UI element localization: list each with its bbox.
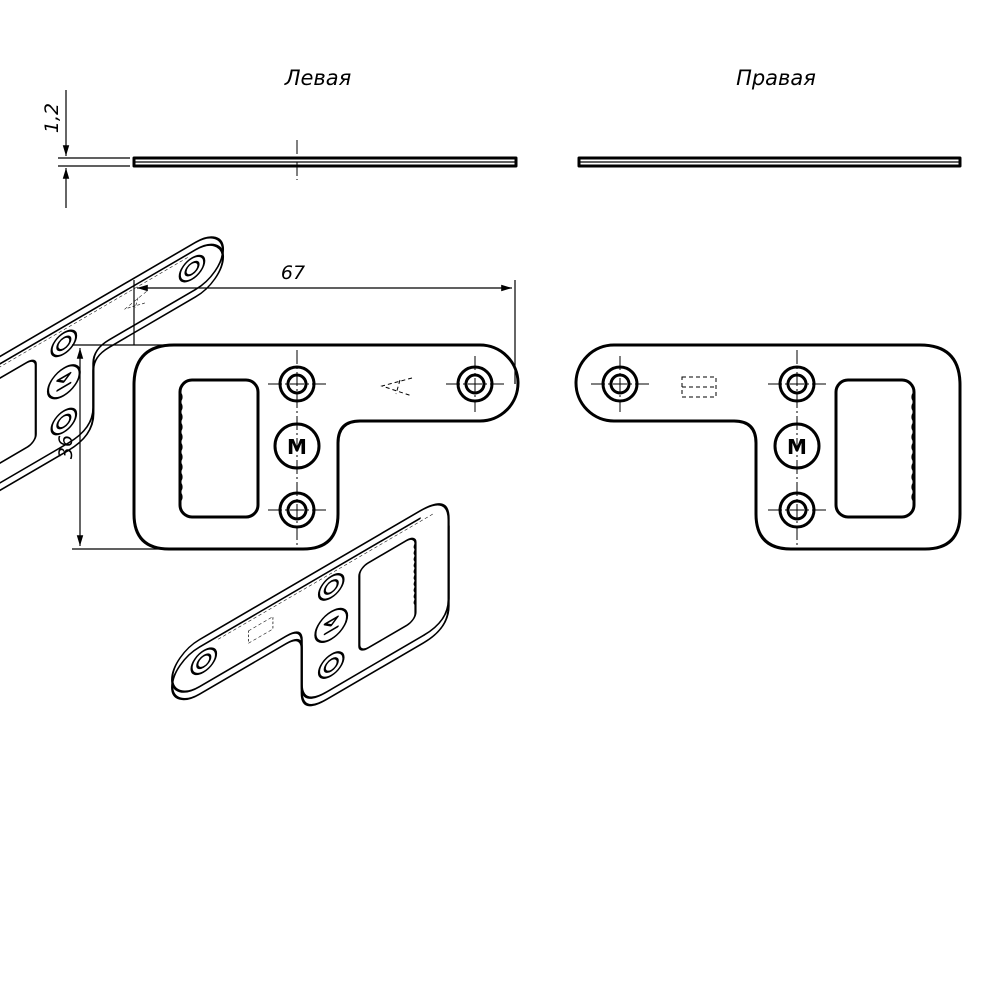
right-plate-front: M — [574, 343, 962, 551]
left-plate-front: M — [132, 343, 520, 551]
thickness-value: 1,2 — [41, 103, 63, 133]
left-plate-isometric — [0, 236, 224, 514]
right-plate-isometric — [171, 503, 450, 707]
thickness-dimension: 1,2 — [41, 90, 130, 208]
length-value: 67 — [281, 262, 305, 284]
side-view-right — [577, 156, 962, 168]
title-left: Левая — [284, 66, 352, 90]
height-dimension: 36 — [55, 344, 170, 550]
length-dimension: 67 — [133, 262, 516, 384]
title-right: Правая — [736, 66, 816, 90]
side-view-left — [132, 140, 518, 180]
